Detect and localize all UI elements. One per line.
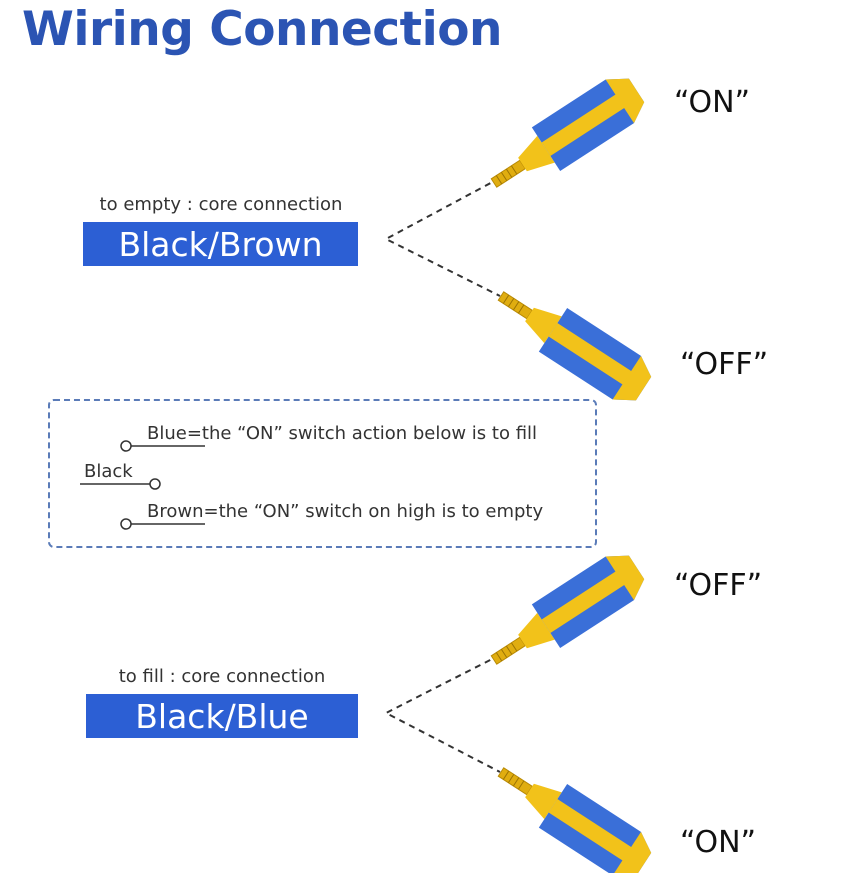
legend-brown-line: Brown=the “ON” switch on high is to empt… — [147, 501, 544, 522]
float-switch-icon — [497, 767, 652, 873]
float-switch-icon — [497, 291, 652, 401]
fill-core-label: Black/Blue — [86, 694, 358, 738]
fill-dashed-wire — [383, 654, 501, 773]
terminal-icon — [149, 478, 161, 490]
float-switch-icon — [490, 78, 645, 188]
empty-lower-state: “OFF” — [680, 347, 769, 382]
empty-caption: to empty : core connection — [99, 194, 343, 215]
fill-caption: to fill : core connection — [118, 666, 326, 687]
legend-black-line: Black — [84, 461, 133, 482]
empty-upper-state: “ON” — [674, 85, 751, 120]
fill-lower-state: “ON” — [680, 825, 757, 860]
float-switch-icon — [490, 555, 645, 665]
fill-upper-state: “OFF” — [674, 568, 763, 603]
empty-core-label: Black/Brown — [83, 222, 358, 266]
empty-dashed-wire — [383, 177, 501, 297]
legend-blue-line: Blue=the “ON” switch action below is to … — [147, 423, 538, 444]
wiring-legend — [48, 399, 597, 548]
page-title: Wiring Connection — [22, 2, 502, 57]
